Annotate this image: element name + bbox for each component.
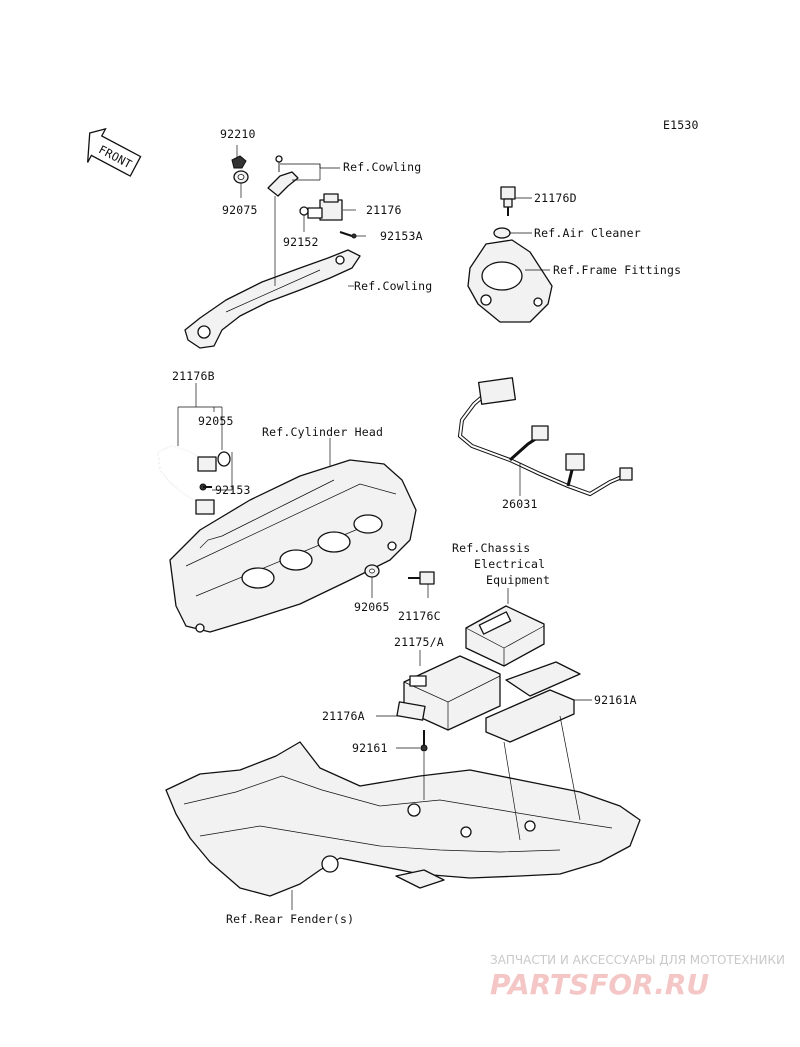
label-ref-chassis-3: Equipment [486, 573, 550, 587]
label-21176: 21176 [366, 203, 402, 217]
label-ref-rear-fender: Ref.Rear Fender(s) [226, 912, 354, 926]
sensor-bracket-small [267, 155, 299, 197]
label-21175A: 21175/A [394, 635, 444, 649]
bracket-92161A [485, 661, 592, 743]
harness-26031 [457, 377, 633, 497]
label-26031: 26031 [502, 497, 538, 511]
bolt-92161 [396, 730, 428, 752]
oring-92055 [217, 451, 231, 467]
sensor-21176 [307, 193, 343, 221]
watermark-brand: PARTSFOR.RU [490, 968, 709, 1001]
label-92075: 92075 [222, 203, 258, 217]
label-92152: 92152 [283, 235, 319, 249]
leaders-fender [291, 715, 581, 910]
watermark-tagline: ЗАПЧАСТИ И АКСЕССУАРЫ ДЛЯ МОТОТЕХНИКИ [490, 953, 785, 967]
label-92161: 92161 [352, 741, 388, 755]
label-21176B: 21176B [172, 369, 215, 383]
label-ref-cylinder-head: Ref.Cylinder Head [262, 425, 383, 439]
grommet-air-cleaner [493, 227, 511, 239]
label-92055: 92055 [198, 414, 234, 428]
cowling-bracket [184, 249, 361, 349]
bolt-92153A [339, 231, 357, 239]
cylinder-head [169, 459, 417, 633]
washer-92065 [364, 564, 380, 578]
bolt-92153 [199, 483, 212, 491]
diagram-code: E1530 [663, 118, 699, 132]
label-ref-cowling-mid: Ref.Cowling [354, 279, 432, 293]
label-ref-chassis-2: Electrical [474, 557, 545, 571]
label-21176D: 21176D [534, 191, 577, 205]
front-arrow-icon: FRONT [87, 127, 142, 177]
label-92153: 92153 [215, 483, 251, 497]
leaders-21176B [177, 383, 233, 491]
sensor-21176D [500, 186, 516, 216]
grommet-92075 [233, 170, 249, 184]
sensor-21176A [376, 701, 426, 721]
label-ref-air-cleaner: Ref.Air Cleaner [534, 226, 641, 240]
rear-fender [165, 741, 641, 897]
label-92210: 92210 [220, 127, 256, 141]
frame-fitting-plate [467, 239, 553, 323]
label-ref-frame-fittings: Ref.Frame Fittings [553, 263, 681, 277]
sensor-21176C [408, 571, 435, 585]
collar-92152 [299, 206, 309, 216]
sensor-pipe-21176B [157, 445, 217, 515]
label-21176A: 21176A [322, 709, 365, 723]
label-92161A: 92161A [594, 693, 637, 707]
washer-92210 [231, 155, 247, 169]
leaders-top-right [510, 197, 550, 271]
leaders-mid [371, 577, 429, 598]
label-92065: 92065 [354, 600, 390, 614]
label-ref-cowling-top: Ref.Cowling [343, 160, 421, 174]
chassis-electrical-box [465, 605, 545, 667]
ecu-21175A [403, 655, 501, 731]
label-21176C: 21176C [398, 609, 441, 623]
label-92153A: 92153A [380, 229, 423, 243]
leaders-top-left [236, 145, 366, 287]
label-ref-chassis-1: Ref.Chassis [452, 541, 530, 555]
